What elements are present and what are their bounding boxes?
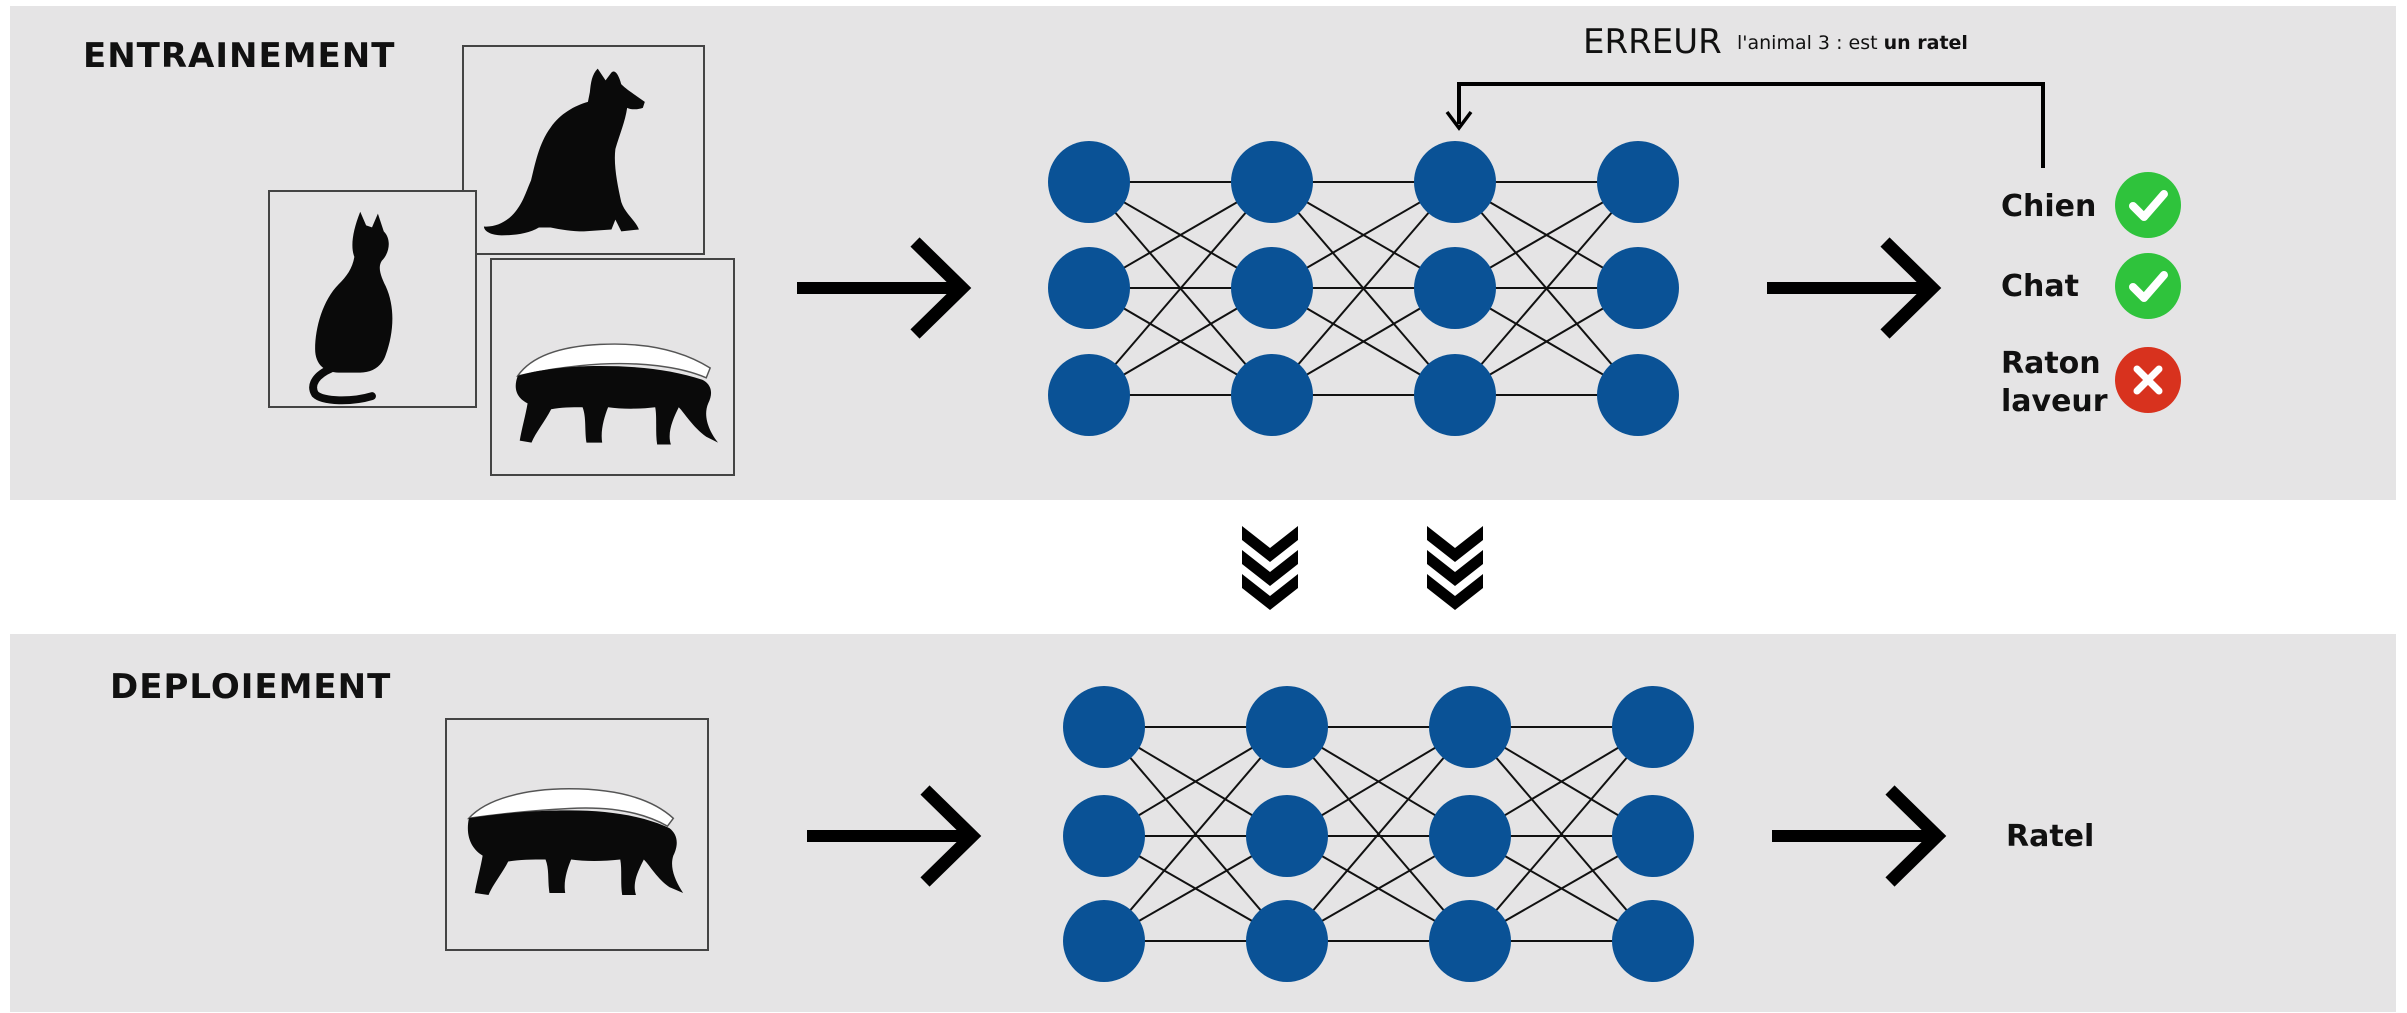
network-node <box>1231 141 1313 223</box>
network-node <box>1246 686 1328 768</box>
cat-image-card <box>268 190 477 408</box>
network-node <box>1414 247 1496 329</box>
network-node <box>1429 795 1511 877</box>
network-node <box>1597 247 1679 329</box>
network-edge <box>1271 181 1456 396</box>
cat-silhouette-icon <box>309 211 393 405</box>
network-node <box>1414 141 1496 223</box>
network-node <box>1246 900 1328 982</box>
deployment-title: DEPLOIEMENT <box>110 667 392 707</box>
network-node <box>1063 900 1145 982</box>
network-edge <box>1454 181 1639 396</box>
network-node <box>1231 247 1313 329</box>
network-node <box>1429 900 1511 982</box>
chevron-down-icon <box>1242 526 1298 610</box>
output-label-raton-laveur: Raton laveur <box>2001 346 2108 419</box>
honey-badger-silhouette-icon <box>515 343 719 445</box>
output-label-chien: Chien <box>2001 189 2097 224</box>
arrow-icon <box>797 237 972 339</box>
training-title: ENTRAINEMENT <box>83 36 396 76</box>
check-icon <box>2115 172 2181 238</box>
network-edge <box>1103 726 1288 942</box>
arrow-icon <box>807 785 982 887</box>
honey-badger-silhouette-icon <box>466 788 684 895</box>
output-label-chat: Chat <box>2001 269 2079 304</box>
feedback-loop-arrow <box>1445 82 2045 168</box>
deploy-honey-badger-card <box>445 718 709 951</box>
network-edge <box>1469 726 1654 942</box>
network-node <box>1612 686 1694 768</box>
chevron-down-icon <box>1427 526 1483 610</box>
network-node <box>1231 354 1313 436</box>
network-node <box>1414 354 1496 436</box>
network-node <box>1063 686 1145 768</box>
arrow-icon <box>1772 785 1947 887</box>
network-node <box>1048 354 1130 436</box>
network-node <box>1048 141 1130 223</box>
error-title: ERREUR <box>1583 22 1722 62</box>
network-node <box>1063 795 1145 877</box>
network-edge <box>1286 726 1471 942</box>
network-node <box>1597 141 1679 223</box>
error-note: l'animal 3 : est un ratel <box>1737 32 1968 54</box>
dog-silhouette-icon <box>483 68 645 236</box>
deployment-network <box>1063 686 1694 982</box>
deployment-panel <box>10 634 2396 1012</box>
dog-image-card <box>462 45 705 255</box>
network-node <box>1597 354 1679 436</box>
cross-icon <box>2115 347 2181 413</box>
check-icon <box>2115 253 2181 319</box>
honey-badger-image-card <box>490 258 735 476</box>
network-edge <box>1088 181 1273 396</box>
arrow-icon <box>1767 237 1942 339</box>
network-node <box>1429 686 1511 768</box>
deploy-output-label: Ratel <box>2006 819 2095 854</box>
network-node <box>1246 795 1328 877</box>
network-node <box>1612 900 1694 982</box>
training-network <box>1048 141 1679 436</box>
network-node <box>1612 795 1694 877</box>
network-node <box>1048 247 1130 329</box>
